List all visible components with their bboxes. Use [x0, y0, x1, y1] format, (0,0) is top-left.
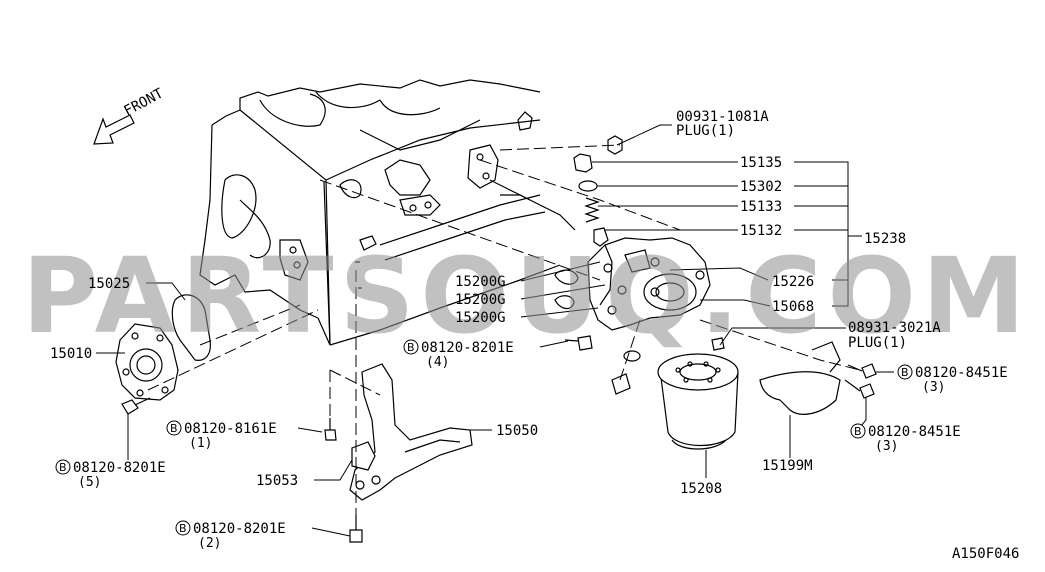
bolt-guard-upper: [847, 363, 877, 379]
callout-15200G-2: 15200G: [455, 292, 506, 308]
oil-filter-bracket: [587, 237, 711, 331]
callout-qty-2: (2): [198, 536, 221, 551]
relief-valve-spring: [584, 197, 600, 223]
callout-plug-mid: PLUG(1): [848, 335, 907, 351]
bolt-strainer-lower: [349, 515, 363, 543]
bolt-marker: [897, 364, 913, 380]
bolt-marker-letter: B: [59, 461, 67, 474]
bolt-marker: [55, 459, 71, 475]
diagram-code: A150F046: [952, 546, 1019, 562]
callout-labels: 00931-1081A PLUG(1) 15135 15302 15133 15…: [50, 109, 1019, 562]
callout-qty-3-upper: (3): [922, 380, 945, 395]
callout-15025: 15025: [88, 276, 130, 292]
callout-15053: 15053: [256, 473, 298, 489]
front-label: FRONT: [121, 85, 166, 119]
callout-15135: 15135: [740, 155, 782, 171]
oil-filter: [657, 353, 739, 450]
oil-strainer: [349, 363, 473, 501]
bolt-marker-letter: B: [901, 366, 909, 379]
callout-15200G-3: 15200G: [455, 310, 506, 326]
callout-08120-8161E: 08120-8161E: [184, 421, 277, 437]
callout-15208: 15208: [680, 481, 722, 497]
engine-block: [199, 79, 579, 346]
bolt-marker-letter: B: [179, 522, 187, 535]
callout-15132: 15132: [740, 223, 782, 239]
callout-08931-3021A: 08931-3021A: [848, 320, 941, 336]
callout-plug-top: PLUG(1): [676, 123, 735, 139]
bolt-pump: [121, 397, 151, 415]
plug-top: [607, 135, 623, 155]
callout-15050: 15050: [496, 423, 538, 439]
assembly-lines: [147, 144, 861, 520]
bolt-marker-letter: B: [170, 422, 178, 435]
oil-filter-guard: [759, 371, 841, 415]
callout-08120-8201E-strainer: 08120-8201E: [193, 521, 286, 537]
relief-valve-plug: [573, 153, 593, 173]
callout-15068: 15068: [772, 299, 814, 315]
bolt-marker: [175, 520, 191, 536]
bolt-strainer-upper: [324, 418, 337, 441]
plug-mid: [711, 337, 725, 351]
callout-qty-1: (1): [189, 436, 212, 451]
callout-qty-5: (5): [78, 475, 101, 490]
bolt-marker: [403, 339, 419, 355]
strainer-gasket: [351, 441, 376, 471]
callout-08120-8201E-bracket: 08120-8201E: [421, 340, 514, 356]
callout-15010: 15010: [50, 346, 92, 362]
bolt-marker-letter: B: [407, 341, 415, 354]
callout-qty-3-lower: (3): [875, 439, 898, 454]
oil-pump: [115, 323, 179, 401]
callout-15226: 15226: [772, 274, 814, 290]
callout-15199M: 15199M: [762, 458, 813, 474]
relief-valve-washer: [578, 180, 598, 192]
callout-15302: 15302: [740, 179, 782, 195]
bolt-marker: [166, 420, 182, 436]
callout-00931-1081A: 00931-1081A: [676, 109, 769, 125]
callout-15200G-1: 15200G: [455, 274, 506, 290]
oil-pump-gasket: [171, 294, 211, 361]
watermark: PARTSOUQ.COM: [22, 235, 1031, 357]
front-arrow: FRONT: [93, 85, 167, 145]
callout-15238: 15238: [864, 231, 906, 247]
bolt-guard-lower: [844, 379, 875, 399]
callout-15133: 15133: [740, 199, 782, 215]
callout-08120-8451E-lower: 08120-8451E: [868, 424, 961, 440]
callout-08120-8201E-pump: 08120-8201E: [73, 460, 166, 476]
bolt-bracket: [564, 335, 593, 351]
leader-lines: [96, 124, 894, 537]
bolt-marker: [850, 423, 866, 439]
callout-08120-8451E-upper: 08120-8451E: [915, 365, 1008, 381]
callout-qty-4: (4): [426, 355, 449, 370]
bolt-marker-letter: B: [854, 425, 862, 438]
drain-plug: [611, 350, 641, 395]
relief-valve: [593, 227, 609, 247]
